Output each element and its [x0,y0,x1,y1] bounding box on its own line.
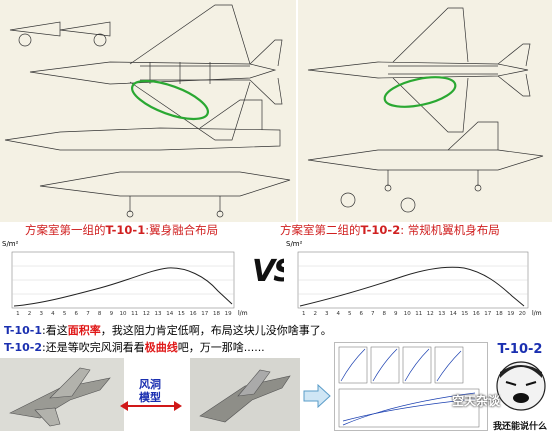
tick-label: 13 [155,311,162,317]
chart-left-grid [12,265,234,295]
tick-label: 9 [394,311,398,317]
chart-right-xunit: l/m [532,310,542,317]
tick-label: 18 [213,311,220,317]
right-arrow-icon [303,384,331,408]
tick-label: 12 [143,311,150,317]
meme-caption-text: 我还能说什么 [492,422,547,432]
caption-left-code: T-10-1 [105,223,146,237]
line2-emphasis: 极曲线 [144,341,178,354]
dialogue-line-2: T-10-2:还是等吹完风洞看看极曲线吧，万一那啥...... [4,339,265,355]
tick-label: 2 [314,311,318,317]
highlight-ellipse-left [131,79,209,121]
caption-right-code: T-10-2 [360,223,401,237]
tick-label: 7 [86,311,90,317]
highlight-ellipse-right [383,76,457,108]
tick-label: 4 [51,311,55,317]
tick-label: 14 [166,311,173,317]
double-arrow [120,401,182,411]
tick-label: 15 [461,311,468,317]
t10-2-blueprint-svg [307,7,544,213]
watermark: 空天杂谈 [452,392,500,410]
tick-label: 4 [337,311,341,317]
tick-label: 6 [75,311,79,317]
area-curve-right [299,266,525,307]
meme-face [492,358,550,414]
tick-label: 1 [16,311,20,317]
tick-label: 8 [98,311,102,317]
tick-label: 20 [519,311,526,317]
tick-label: 11 [415,311,422,317]
tick-label: 19 [507,311,514,317]
t10-2-label-text: T-10-2 [497,342,543,357]
line1-b: ，我这阻力肯定低啊，布局这块儿没你啥事了。 [100,324,332,337]
tick-label: 2 [28,311,32,317]
tick-label: 10 [120,311,127,317]
tick-label: 19 [225,311,232,317]
line1-code: T-10-1 [4,324,42,337]
caption-left-suffix: :翼身融合布局 [145,223,219,237]
caption-right-prefix: 方案室第二组的 [280,223,361,237]
tick-label: 7 [371,311,375,317]
caption-right-suffix: : 常规机翼机身布局 [400,223,500,237]
caption-left: 方案室第一组的T-10-1:翼身融合布局 [25,222,218,238]
tick-label: 9 [110,311,114,317]
wind-tunnel-label: 风洞模型 [130,378,170,406]
dialogue-line-1: T-10-1:看这面积率，我这阻力肯定低啊，布局这块儿没你啥事了。 [4,322,332,338]
caption-right: 方案室第二组的T-10-2: 常规机翼机身布局 [280,222,500,238]
meme-caption: 我还能说什么 [488,416,552,434]
line2-code: T-10-2 [4,341,42,354]
tick-label: 13 [438,311,445,317]
caption-left-prefix: 方案室第一组的 [25,223,106,237]
tick-label: 18 [496,311,503,317]
tick-label: 3 [325,311,329,317]
chart-right-unit: S/m² [286,240,303,248]
line2-a: :还是等吹完风洞看看 [41,341,145,354]
chart-left-unit: S/m² [2,240,19,248]
wind-tunnel-photo-left [0,358,124,431]
tick-label: 17 [484,311,491,317]
tick-label: 16 [473,311,480,317]
t10-2-label: T-10-2 [488,340,552,358]
t10-2-drawing [298,0,552,222]
line1-a: :看这 [41,324,68,337]
wind-tunnel-text: 风洞模型 [139,378,161,404]
chart-left-xunit: l/m [238,310,248,317]
line1-emphasis: 面积率 [67,324,101,337]
tick-label: 5 [348,311,352,317]
tick-label: 1 [302,311,306,317]
tick-label: 10 [404,311,411,317]
tick-label: 8 [383,311,387,317]
t10-1-drawing [0,0,296,222]
line2-b: 吧，万一那啥...... [177,341,265,354]
tick-label: 15 [178,311,185,317]
polar-curves-chart [334,342,488,431]
watermark-text: 空天杂谈 [452,394,501,408]
tick-label: 14 [450,311,457,317]
wind-tunnel-photo-right [190,358,300,431]
tick-label: 3 [39,311,43,317]
tick-label: 6 [360,311,364,317]
tick-label: 11 [131,311,138,317]
t10-1-blueprint-svg [4,4,291,218]
tick-label: 16 [190,311,197,317]
tick-label: 5 [63,311,67,317]
tick-label: 17 [201,311,208,317]
area-curve-left [13,267,233,307]
chart-right-grid [298,265,528,295]
tick-label: 12 [427,311,434,317]
